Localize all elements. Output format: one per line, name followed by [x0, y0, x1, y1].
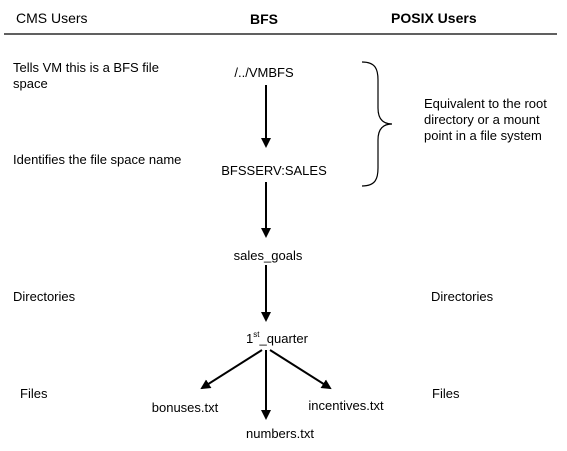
posix-note-equivalent: Equivalent to the root directory or a mo… [424, 96, 547, 143]
cms-note-identifies-name: Identifies the file space name [13, 152, 182, 167]
header-posix-users: POSIX Users [391, 10, 477, 26]
posix-note-directories: Directories [431, 289, 494, 304]
curly-brace [361, 61, 393, 187]
quarter-suffix: _quarter [259, 331, 308, 346]
quarter-number: 1 [246, 331, 254, 346]
arrow-quarter-to-incentives [269, 349, 332, 390]
node-bonuses-txt: bonuses.txt [151, 400, 219, 415]
node-bfsserv-sales: BFSSERV:SALES [221, 163, 327, 178]
cms-note-directories: Directories [13, 289, 76, 304]
node-sales-goals: sales_goals [233, 248, 303, 263]
cms-note-files: Files [20, 386, 48, 401]
posix-note-files: Files [432, 386, 460, 401]
node-vmbfs: /../VMBFS [234, 65, 294, 80]
node-incentives-txt: incentives.txt [308, 398, 384, 413]
header-cms-users: CMS Users [16, 10, 88, 26]
node-first-quarter: 1st_quarter [246, 329, 308, 347]
cms-note-tells-vm: Tells VM this is a BFS file space [13, 60, 159, 91]
quarter-superscript: st [253, 329, 260, 339]
arrow-quarter-to-bonuses [200, 349, 263, 390]
header-bfs: BFS [250, 11, 278, 27]
node-numbers-txt: numbers.txt [246, 426, 314, 441]
